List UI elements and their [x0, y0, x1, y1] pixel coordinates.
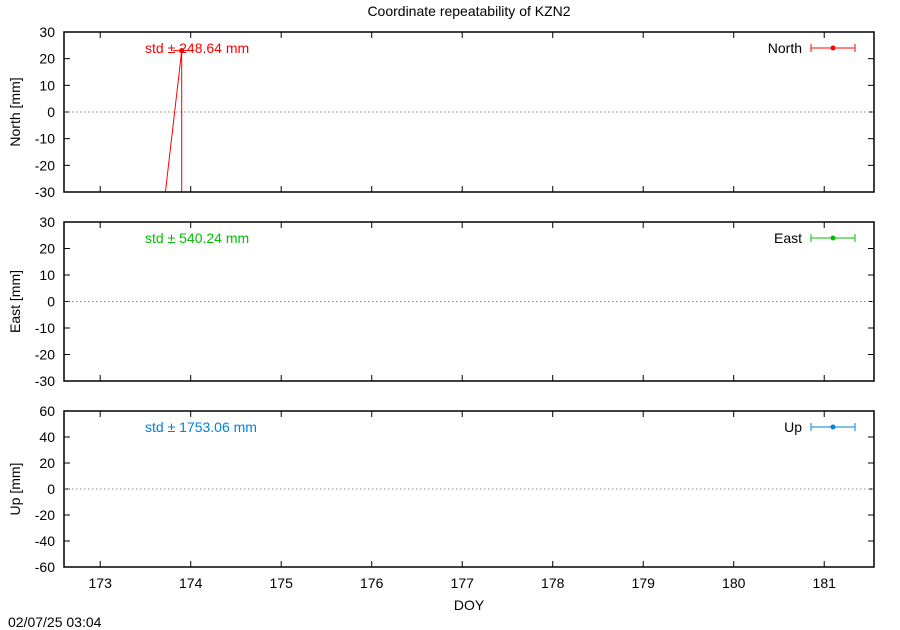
- chart-title: Coordinate repeatability of KZN2: [367, 3, 570, 19]
- y-tick-label-north: -20: [35, 157, 55, 173]
- y-tick-label-north: -30: [35, 184, 55, 200]
- y-tick-label-north: 20: [39, 51, 55, 67]
- x-tick-label: 175: [270, 575, 294, 591]
- std-label-east: std ± 540.24 mm: [145, 230, 249, 246]
- x-axis-label: DOY: [454, 597, 485, 613]
- y-tick-label-up: -60: [35, 559, 55, 575]
- legend-sample-point-up: [830, 424, 836, 430]
- y-tick-label-north: 0: [47, 104, 55, 120]
- y-tick-label-north: 10: [39, 77, 55, 93]
- y-tick-label-up: 0: [47, 481, 55, 497]
- x-tick-label: 178: [541, 575, 565, 591]
- data-point-north: [179, 48, 185, 54]
- x-tick-label: 177: [451, 575, 475, 591]
- y-axis-label-up: Up [mm]: [7, 463, 23, 516]
- y-tick-label-north: 30: [39, 24, 55, 40]
- y-tick-label-up: 20: [39, 455, 55, 471]
- x-tick-label: 181: [813, 575, 837, 591]
- legend-sample-point-north: [830, 45, 836, 51]
- y-tick-label-up: -20: [35, 507, 55, 523]
- x-tick-label: 173: [89, 575, 113, 591]
- x-tick-label: 174: [179, 575, 203, 591]
- plot-frame-up: [63, 410, 875, 568]
- x-tick-label: 176: [360, 575, 384, 591]
- y-tick-label-east: -20: [35, 347, 55, 363]
- timestamp: 02/07/25 03:04: [8, 614, 102, 630]
- y-tick-label-up: 60: [39, 403, 55, 419]
- y-tick-label-east: 30: [39, 214, 55, 230]
- y-tick-label-up: 40: [39, 429, 55, 445]
- y-axis-label-north: North [mm]: [7, 77, 23, 146]
- y-tick-label-up: -40: [35, 533, 55, 549]
- legend-sample-point-east: [830, 235, 836, 241]
- plot-frame-east: [63, 221, 875, 382]
- series-line-north: [164, 50, 183, 192]
- y-tick-label-east: -10: [35, 320, 55, 336]
- y-axis-label-east: East [mm]: [7, 270, 23, 333]
- plot-frame-north: [63, 31, 875, 193]
- y-tick-label-east: 10: [39, 267, 55, 283]
- y-tick-label-east: 0: [47, 294, 55, 310]
- std-label-north: std ± 248.64 mm: [145, 40, 249, 56]
- legend-label-north: North: [768, 40, 802, 56]
- x-tick-label: 180: [722, 575, 746, 591]
- y-tick-label-east: 20: [39, 241, 55, 257]
- std-label-up: std ± 1753.06 mm: [145, 419, 257, 435]
- legend-label-east: East: [774, 230, 802, 246]
- y-tick-label-north: -10: [35, 131, 55, 147]
- x-tick-label: 179: [632, 575, 656, 591]
- legend-label-up: Up: [784, 419, 802, 435]
- y-tick-label-east: -30: [35, 373, 55, 389]
